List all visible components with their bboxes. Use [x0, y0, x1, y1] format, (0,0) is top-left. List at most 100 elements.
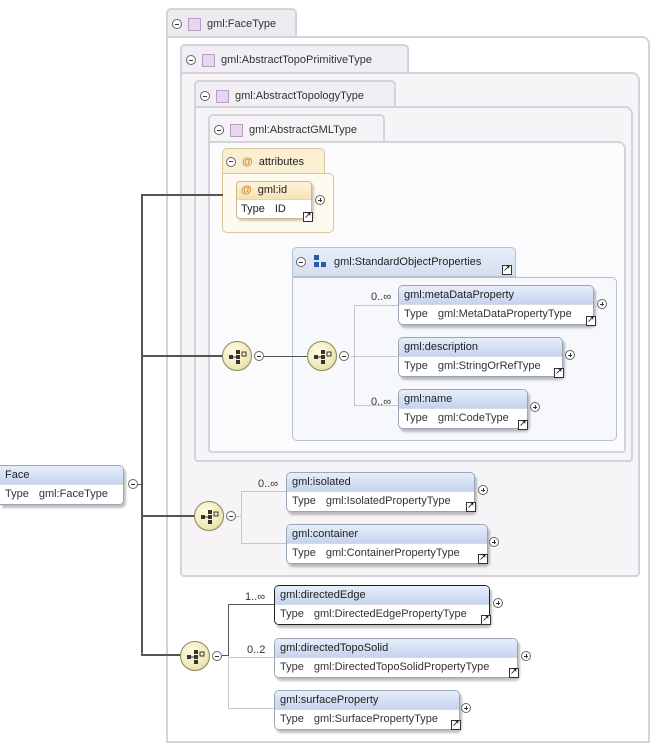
go-to-type-icon[interactable] [518, 418, 528, 430]
expand-icon[interactable] [315, 195, 325, 205]
element-name: gml:metaDataProperty [399, 286, 593, 304]
abstract-gml-type-tab: gml:AbstractGMLType [208, 114, 385, 144]
connector-line [241, 491, 242, 543]
type-value: gml:StringOrRefType [437, 360, 541, 372]
connector-line [141, 654, 182, 656]
go-to-type-icon[interactable] [451, 718, 461, 730]
go-to-type-icon[interactable] [478, 552, 488, 564]
attribute-at-icon: @ [242, 155, 253, 168]
type-value: gml:DirectedTopoSolidPropertyType [313, 661, 490, 673]
complex-type-icon [202, 53, 215, 67]
go-to-group-icon[interactable] [502, 263, 512, 275]
occurrence-label: 0..∞ [371, 291, 392, 303]
sequence-icon[interactable] [222, 341, 252, 371]
collapse-icon[interactable] [226, 156, 236, 167]
element-name: gml:name [399, 390, 527, 408]
go-to-type-icon[interactable] [554, 366, 564, 378]
connector-line [141, 194, 223, 196]
group-label: gml:StandardObjectProperties [334, 256, 482, 268]
attribute-name: gml:id [257, 184, 288, 196]
complex-type-icon [188, 17, 201, 31]
collapse-icon[interactable] [254, 351, 264, 361]
collapse-icon[interactable] [186, 55, 196, 65]
element-name: gml:surfaceProperty [275, 691, 459, 709]
connector-line [351, 356, 399, 357]
go-to-type-icon[interactable] [481, 613, 491, 625]
type-key: Type [404, 360, 428, 372]
connector-line [354, 305, 398, 306]
connector-line [354, 305, 356, 405]
sequence-icon[interactable] [180, 641, 210, 671]
type-value: gml:SurfacePropertyType [313, 713, 438, 725]
element-gml-name[interactable]: gml:name Type gml:CodeType [398, 389, 528, 429]
collapse-icon[interactable] [172, 19, 182, 29]
element-name: gml:directedEdge [275, 586, 489, 604]
sequence-icon[interactable] [194, 501, 224, 531]
connector-line [241, 543, 286, 544]
expand-icon[interactable] [489, 537, 499, 547]
element-name: gml:isolated [287, 473, 474, 491]
abstract-topology-type-label: gml:AbstractTopologyType [235, 90, 365, 102]
connector-line [236, 516, 242, 517]
expand-icon[interactable] [478, 485, 488, 495]
abstract-topology-type-tab: gml:AbstractTopologyType [194, 80, 396, 110]
type-value: gml:CodeType [437, 412, 509, 424]
collapse-icon[interactable] [226, 511, 236, 521]
connector-line [228, 708, 274, 709]
connector-line [241, 491, 286, 492]
type-key: Type [280, 608, 304, 620]
go-to-type-icon[interactable] [303, 210, 313, 222]
collapse-icon[interactable] [339, 351, 349, 361]
expand-icon[interactable] [530, 402, 540, 412]
type-key: Type [404, 412, 428, 424]
expand-icon[interactable] [461, 703, 471, 713]
occurrence-label: 0..∞ [371, 396, 392, 408]
expand-icon[interactable] [597, 299, 607, 309]
abstract-topo-primitive-type-tab: gml:AbstractTopoPrimitiveType [180, 44, 409, 74]
element-gml-surfaceproperty[interactable]: gml:surfaceProperty Type gml:SurfacePrope… [274, 690, 460, 730]
element-name: gml:container [287, 525, 487, 543]
occurrence-label: 1..∞ [245, 591, 266, 603]
connector-line [228, 604, 274, 605]
collapse-icon[interactable] [200, 91, 210, 101]
collapse-icon[interactable] [296, 257, 306, 267]
attribute-at-icon: @ [241, 184, 252, 196]
complex-type-icon [216, 89, 229, 103]
attributes-label: attributes [258, 155, 304, 168]
type-key: Type [5, 488, 29, 500]
go-to-type-icon[interactable] [509, 666, 519, 678]
type-value: ID [274, 203, 286, 215]
go-to-type-icon[interactable] [466, 500, 476, 512]
element-name: Face [0, 466, 123, 484]
type-key: Type [280, 713, 304, 725]
connector-line [228, 604, 229, 656]
attribute-gml-id[interactable]: @ gml:id Type ID [236, 181, 312, 219]
go-to-type-icon[interactable] [586, 314, 596, 326]
complex-type-icon [230, 123, 243, 137]
expand-icon[interactable] [565, 350, 575, 360]
collapse-icon[interactable] [214, 125, 224, 135]
abstract-topo-primitive-type-label: gml:AbstractTopoPrimitiveType [221, 54, 372, 66]
collapse-icon[interactable] [212, 651, 222, 661]
type-key: Type [241, 203, 265, 215]
expand-icon[interactable] [521, 651, 531, 661]
group-icon [314, 255, 328, 269]
type-key: Type [404, 308, 428, 320]
connector-line [264, 356, 308, 357]
connector-line [228, 656, 229, 708]
connector-line [141, 355, 223, 357]
type-key: Type [292, 495, 316, 507]
type-key: Type [292, 547, 316, 559]
connector-line [354, 405, 398, 406]
sequence-icon[interactable] [307, 341, 337, 371]
abstract-gml-type-label: gml:AbstractGMLType [249, 124, 357, 136]
type-key: Type [280, 661, 304, 673]
expand-icon[interactable] [493, 598, 503, 608]
